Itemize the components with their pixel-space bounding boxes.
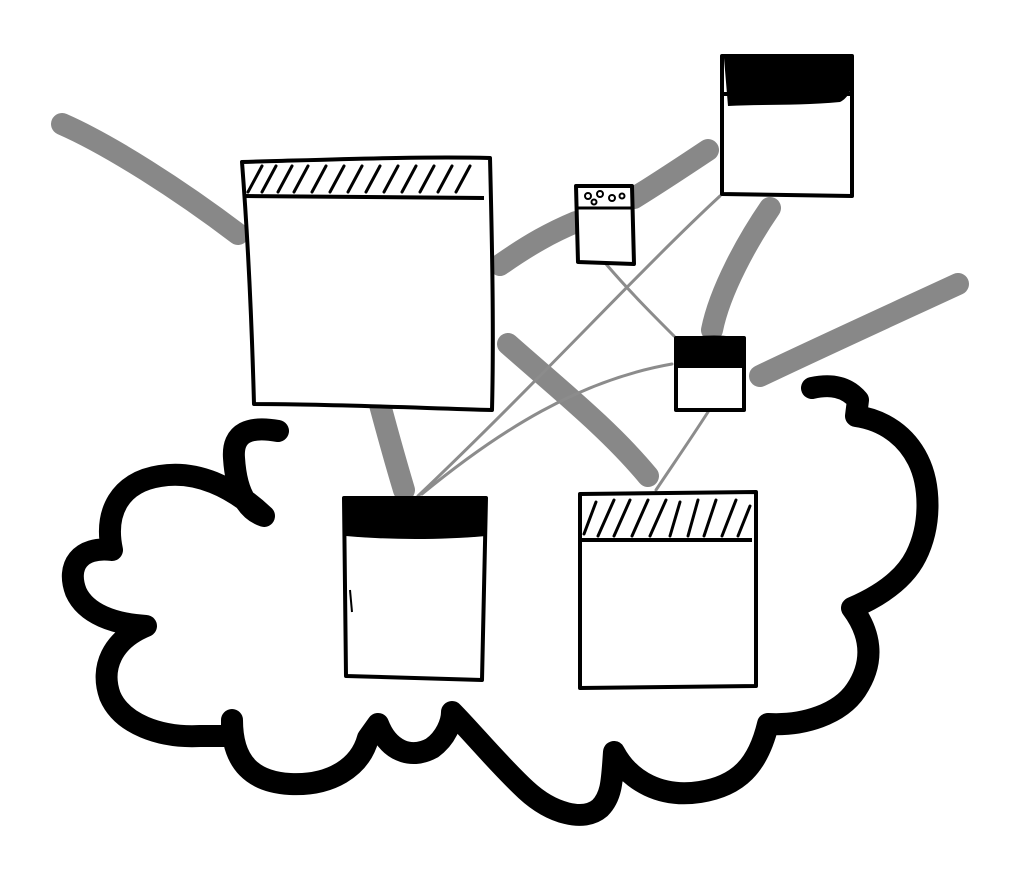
dotted-header: [584, 190, 626, 206]
window-cloud-right: [578, 490, 758, 690]
thick-link: [701, 197, 781, 341]
thick-link: [497, 333, 659, 487]
cloud-boundary: [61, 375, 939, 826]
thick-link: [51, 113, 249, 245]
hatched-header: [246, 164, 472, 194]
solid-header: [724, 58, 853, 106]
window-topright: [720, 54, 854, 198]
thin-link: [604, 262, 676, 338]
solid-header: [344, 496, 486, 539]
thin-link: [420, 362, 674, 496]
window-large-topleft: [240, 155, 495, 412]
thick-link: [623, 139, 719, 209]
solid-header: [676, 335, 746, 368]
thick-link: [749, 273, 969, 387]
thin-connectors: [416, 194, 722, 498]
window-small-right: [674, 335, 746, 412]
thin-link: [416, 194, 722, 498]
thin-link: [654, 410, 710, 492]
hatched-header: [582, 498, 752, 538]
thick-link: [489, 211, 587, 276]
window-cloud-left: [342, 496, 488, 682]
window-small-center: [574, 184, 636, 266]
